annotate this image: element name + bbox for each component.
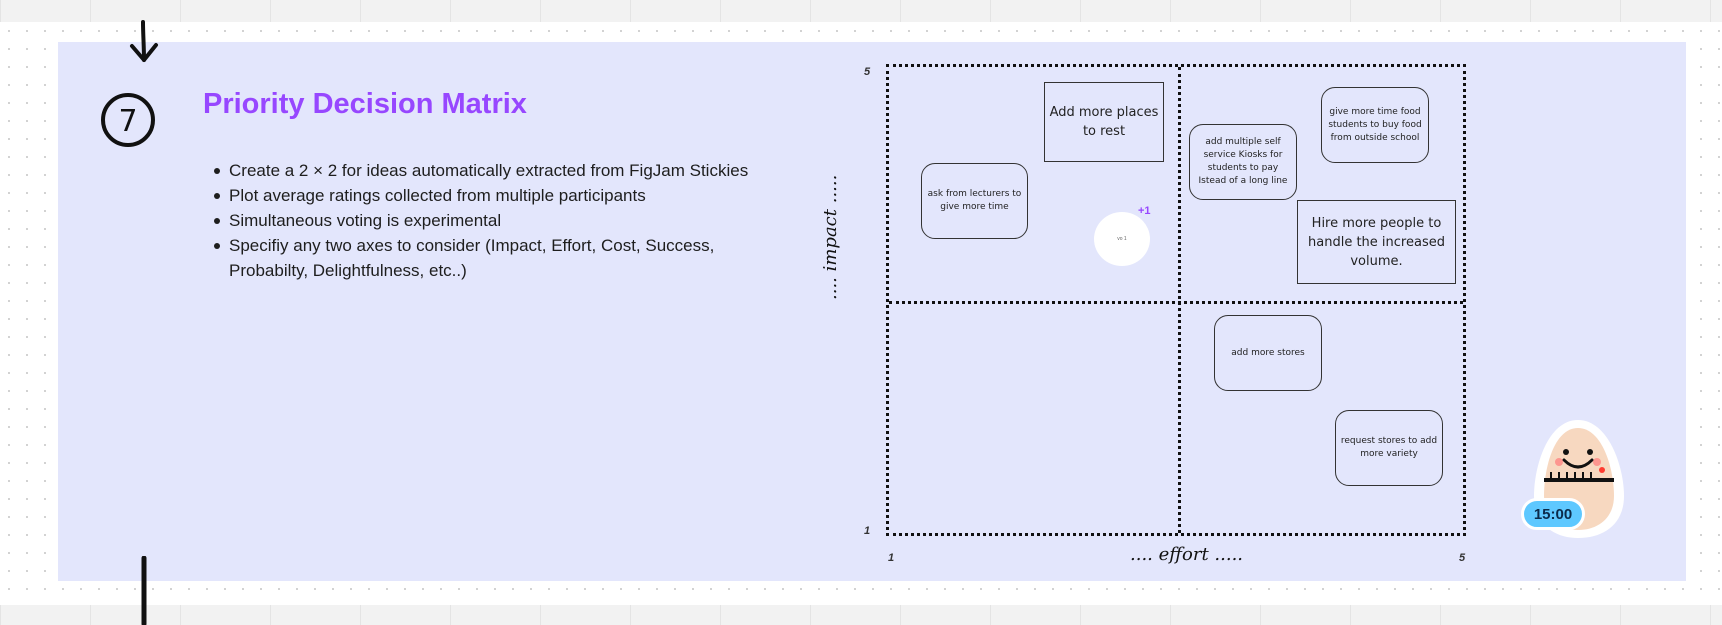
- circle-outline-icon: 7: [101, 93, 155, 147]
- y-axis-label: .... impact .....: [820, 174, 841, 300]
- sticky-note[interactable]: add more stores: [1214, 315, 1322, 391]
- sticky-note[interactable]: ask from lecturers to give more time: [921, 163, 1028, 239]
- arrow-down-icon: [130, 20, 158, 62]
- sticky-note[interactable]: request stores to add more variety: [1335, 410, 1443, 486]
- y-axis-max: 5: [864, 66, 871, 78]
- sticky-note[interactable]: Hire more people to handle the increased…: [1297, 200, 1456, 284]
- sticky-note[interactable]: Add more places to rest: [1044, 82, 1164, 162]
- canvas-bottom-strip: [0, 605, 1722, 625]
- decision-matrix[interactable]: [886, 64, 1466, 536]
- list-item: Specifiy any two axes to consider (Impac…: [210, 233, 770, 283]
- feature-list: Create a 2 × 2 for ideas automatically e…: [210, 158, 770, 283]
- section-title: Priority Decision Matrix: [203, 88, 527, 120]
- pen-stroke: [141, 556, 147, 625]
- list-item: Simultaneous voting is experimental: [210, 208, 770, 233]
- y-axis-min: 1: [864, 525, 871, 537]
- canvas-top-strip: [0, 0, 1722, 22]
- x-axis-max: 5: [1459, 552, 1466, 564]
- sticky-note[interactable]: add multiple self service Kiosks for stu…: [1189, 124, 1297, 200]
- voter-avatar[interactable]: vo 1: [1094, 212, 1150, 266]
- matrix-vertical-divider: [1178, 67, 1181, 533]
- matrix-horizontal-divider: [889, 301, 1463, 304]
- step-number-badge: 7: [100, 92, 156, 148]
- list-item: Create a 2 × 2 for ideas automatically e…: [210, 158, 770, 183]
- x-axis-label: .... effort .....: [1130, 544, 1244, 565]
- vote-badge: +1: [1138, 205, 1151, 217]
- x-axis-min: 1: [888, 552, 895, 564]
- list-item: Plot average ratings collected from mult…: [210, 183, 770, 208]
- step-number: 7: [118, 104, 137, 139]
- timer-badge[interactable]: 15:00: [1521, 498, 1585, 530]
- matrix-section[interactable]: [58, 42, 1686, 581]
- sticky-note[interactable]: give more time food students to buy food…: [1321, 87, 1429, 163]
